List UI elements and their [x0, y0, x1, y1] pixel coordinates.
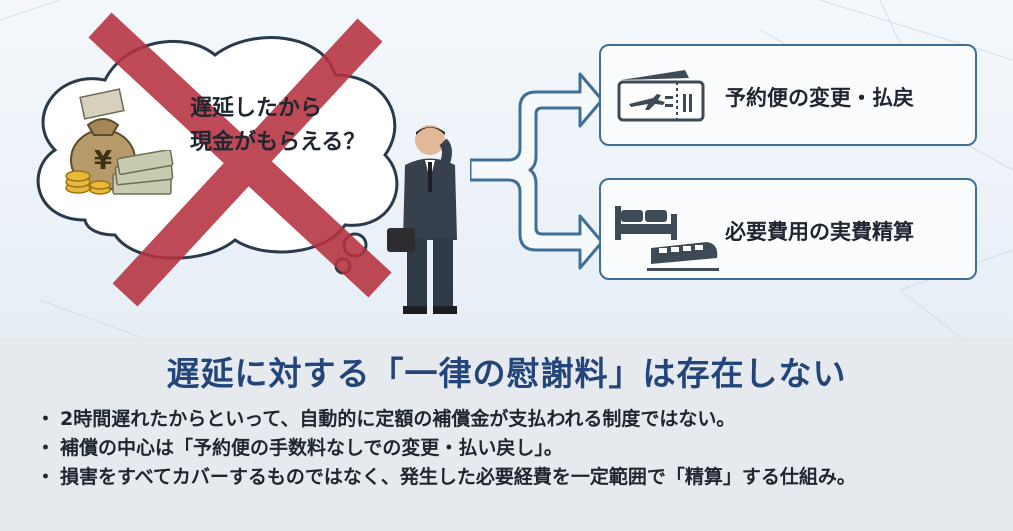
bullet-item: 損害をすべてカバーするものではなく、発生した必要経費を一定範囲で「精算」する仕組…	[36, 463, 986, 492]
plane-ticket-icon	[617, 70, 705, 122]
bullet-item: 補償の中心は「予約便の手数料なしでの変更・払い戻し」。	[36, 434, 986, 463]
bullet-item: 2時間遅れたからといって、自動的に定額の補償金が支払われる制度ではない。	[36, 405, 986, 434]
red-cross-mark	[88, 12, 392, 307]
explanation-panel: 遅延に対する「一律の慰謝料」は存在しない 2時間遅れたからといって、自動的に定額…	[0, 337, 1013, 531]
bullet-list: 2時間遅れたからといって、自動的に定額の補償金が支払われる制度ではない。 補償の…	[36, 405, 986, 492]
bubble-text: 遅延したから 現金がもらえる？	[190, 92, 405, 160]
banknote-stack-icon	[112, 150, 174, 195]
bubble-text-line1: 遅延したから	[190, 96, 323, 121]
option-box-change-refund: 予約便の変更・払戻	[599, 44, 977, 146]
headline: 遅延に対する「一律の慰謝料」は存在しない	[166, 354, 847, 393]
bubble-text-line2: 現金がもらえる？	[190, 130, 366, 155]
coin-stack-icon	[65, 170, 111, 195]
branch-arrow	[470, 72, 604, 270]
bed-and-train-icon	[615, 206, 719, 271]
illustration-area: ¥ 遅延したから 現金がもらえる？	[0, 0, 1013, 337]
businessman-icon	[387, 125, 457, 314]
yen-symbol: ¥	[94, 146, 112, 176]
option-label-change-refund: 予約便の変更・払戻	[725, 86, 914, 110]
option-box-expense-settlement: 必要費用の実費精算	[599, 178, 977, 280]
option-label-expense-settlement: 必要費用の実費精算	[725, 220, 914, 244]
